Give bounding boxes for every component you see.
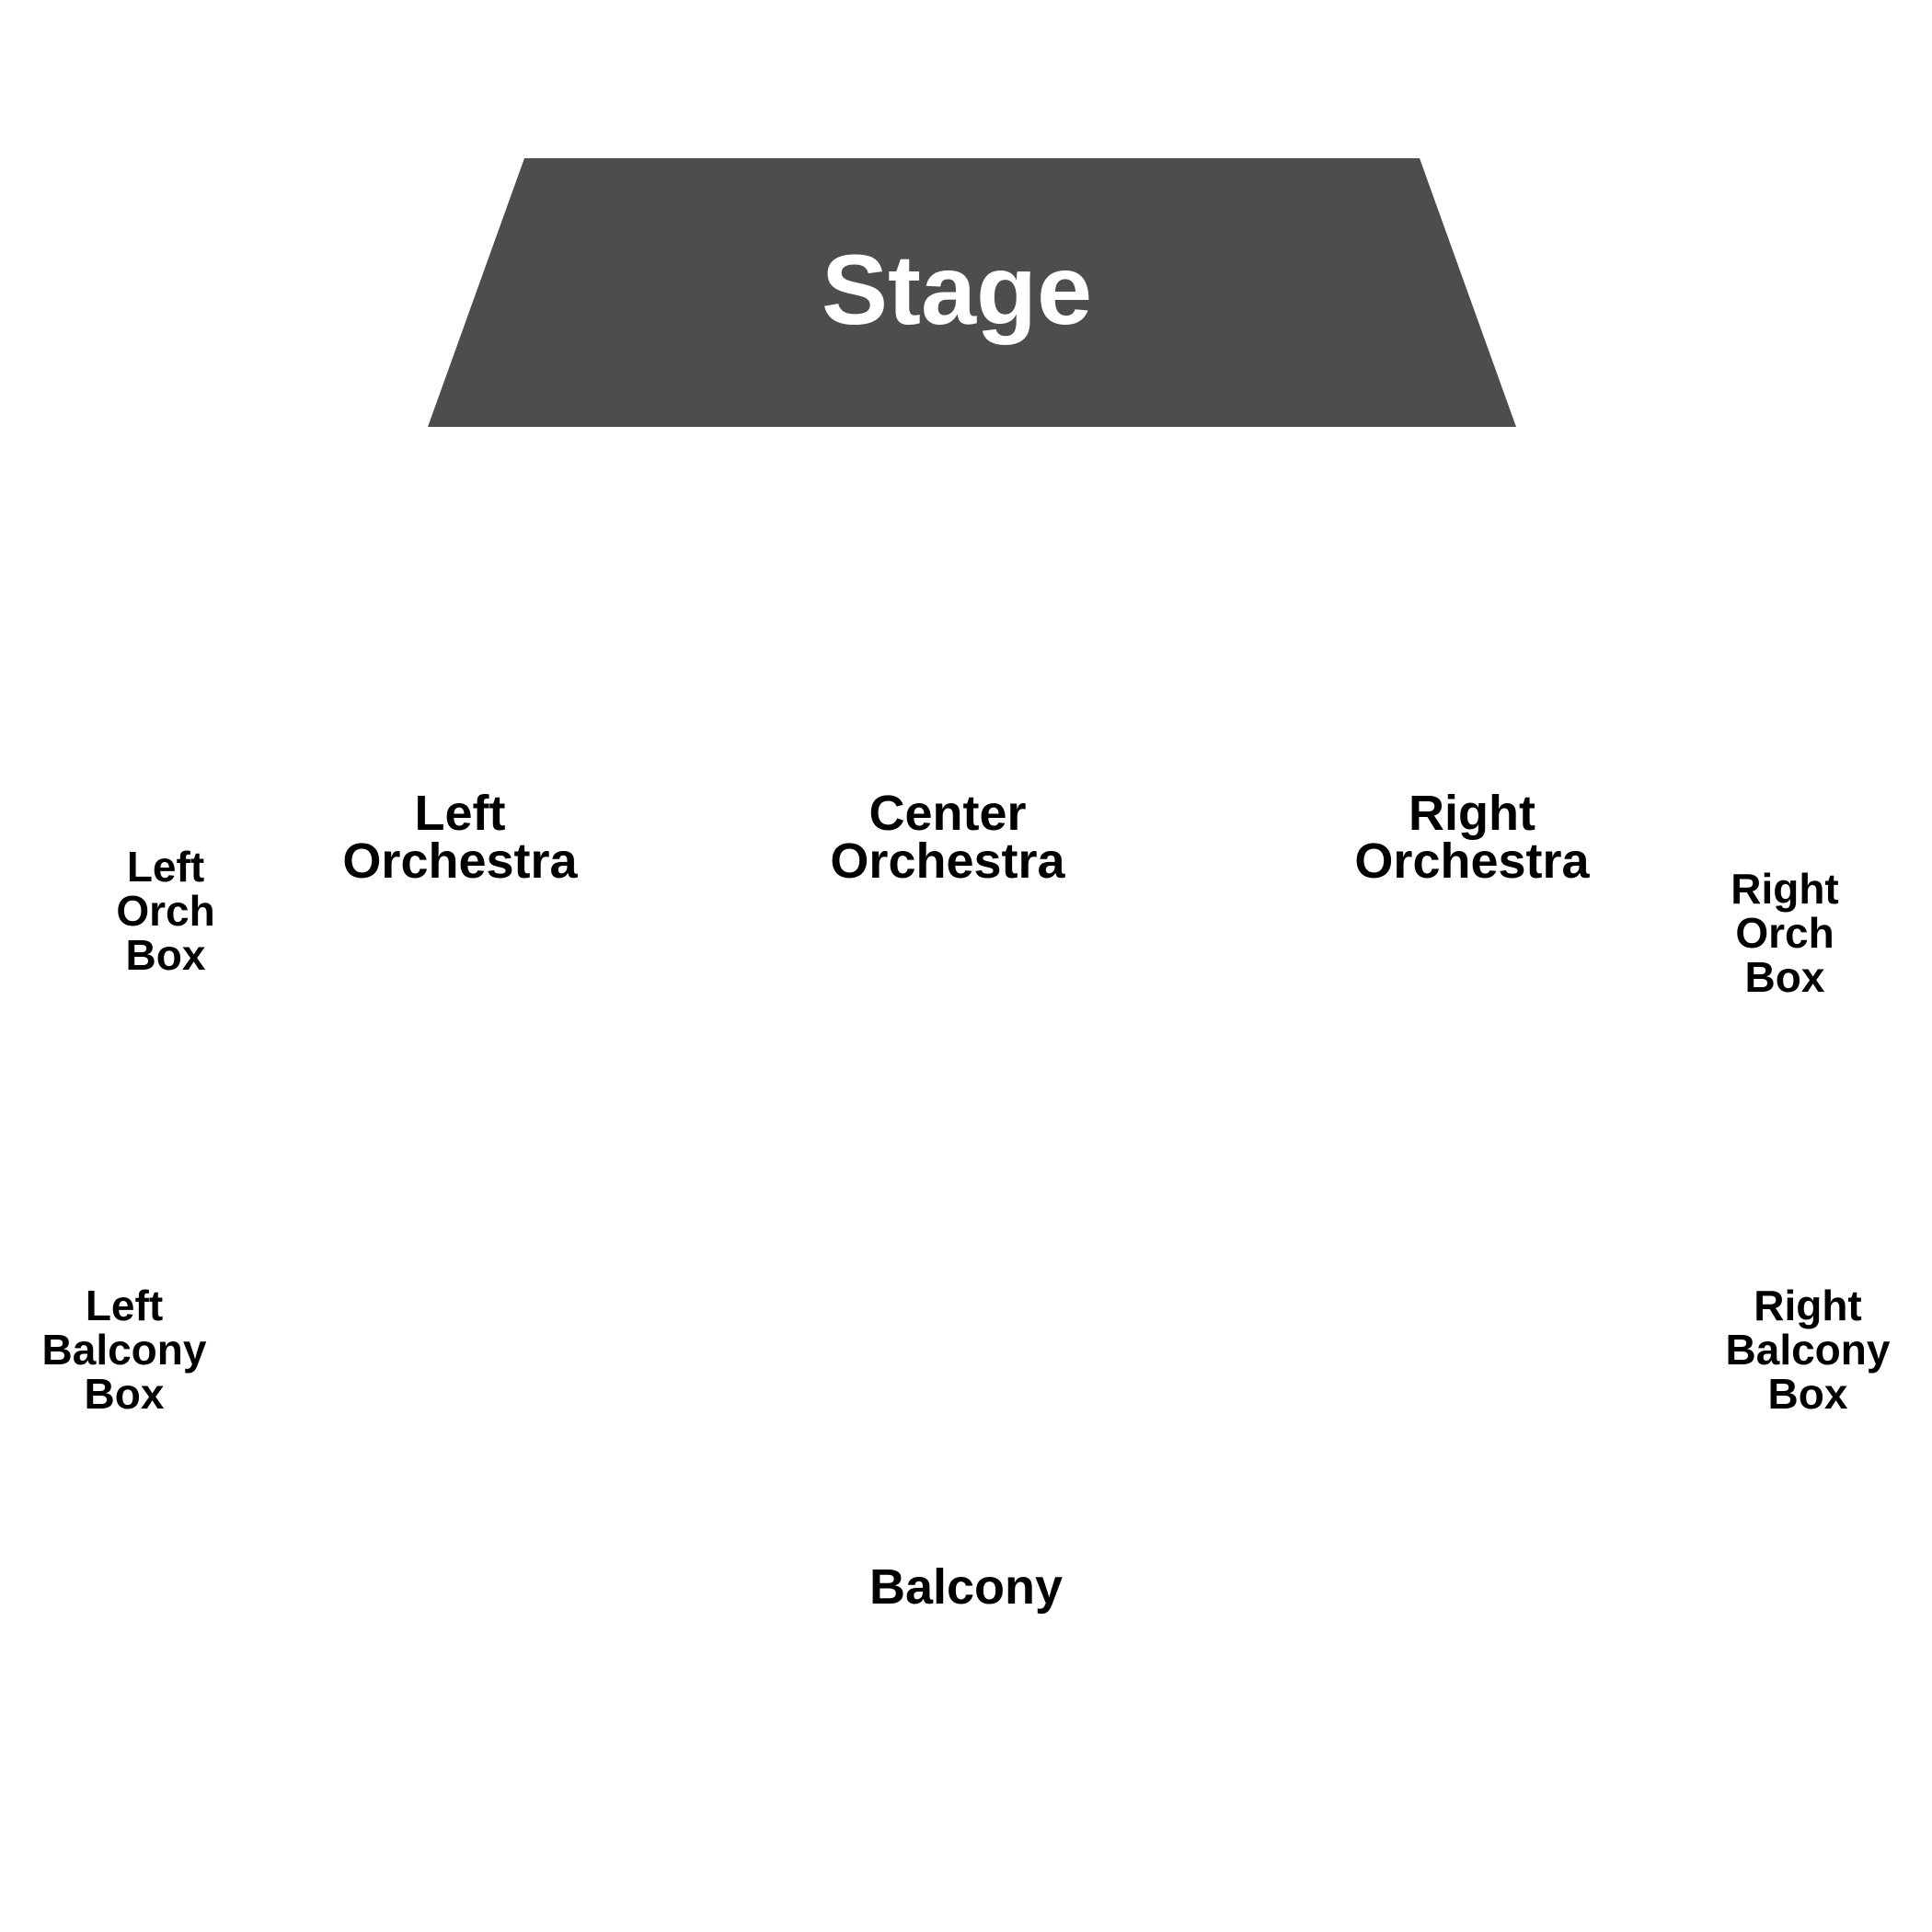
section-left-balcony-box[interactable]: Left Balcony Box (23, 1283, 225, 1416)
section-right-orch-box-line3: Box (1744, 953, 1825, 1001)
section-right-orch-box-line1: Right (1731, 865, 1839, 913)
section-left-orch-box[interactable]: Left Orch Box (74, 845, 258, 977)
section-left-orch-box-line2: Orch (116, 887, 215, 935)
section-right-balcony-box[interactable]: Right Balcony Box (1707, 1283, 1909, 1416)
section-left-orch-box-line1: Left (126, 843, 205, 891)
section-left-balcony-box-line3: Box (84, 1370, 165, 1418)
section-left-orch-box-line3: Box (125, 931, 206, 979)
section-right-balcony-box-line2: Balcony (1725, 1326, 1891, 1374)
section-left-balcony-box-line1: Left (85, 1282, 164, 1329)
section-left-orchestra-line1: Left (414, 786, 506, 841)
section-right-orch-box-line2: Orch (1735, 909, 1834, 957)
section-balcony[interactable]: Balcony (828, 1559, 1104, 1615)
section-balcony-line1: Balcony (868, 1559, 1064, 1615)
section-right-balcony-box-line3: Box (1767, 1370, 1848, 1418)
section-center-orchestra[interactable]: Center Orchestra (791, 786, 1104, 889)
section-left-balcony-box-line2: Balcony (41, 1326, 207, 1374)
section-center-orchestra-line2: Orchestra (830, 834, 1065, 889)
section-left-orchestra[interactable]: Left Orchestra (304, 786, 616, 889)
section-center-orchestra-line1: Center (868, 786, 1027, 841)
stage-label: Stage (821, 234, 1093, 345)
stage-polygon[interactable] (428, 158, 1516, 427)
section-right-orchestra-line2: Orchestra (1354, 834, 1590, 889)
section-right-balcony-box-line1: Right (1754, 1282, 1862, 1329)
section-right-orch-box[interactable]: Right Orch Box (1693, 867, 1877, 999)
section-right-orchestra[interactable]: Right Orchestra (1316, 786, 1628, 889)
section-left-orchestra-line2: Orchestra (342, 834, 578, 889)
section-right-orchestra-line1: Right (1409, 786, 1535, 841)
